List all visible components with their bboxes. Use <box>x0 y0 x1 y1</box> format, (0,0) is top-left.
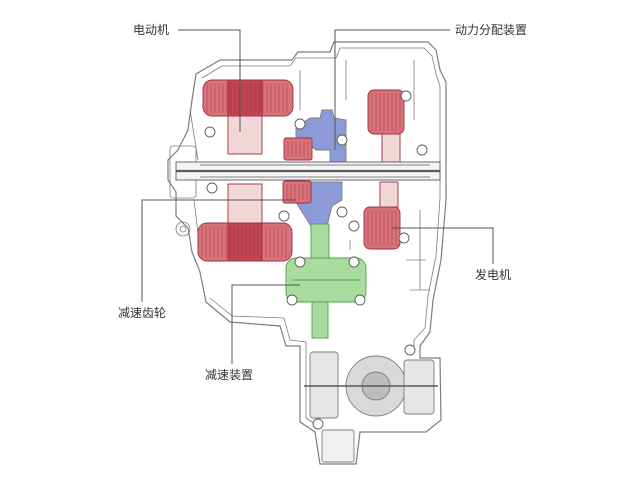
motor-lower-core <box>227 222 263 262</box>
bearing-icon <box>312 418 324 430</box>
motor-upper-rotor <box>227 115 263 155</box>
reduction-output-stem <box>311 301 329 339</box>
differential-ring-gear <box>309 351 339 419</box>
bearing-icon <box>204 126 216 138</box>
generator-lower-rotor <box>379 181 399 208</box>
reduction-gear-label: 减速齿轮 <box>118 306 166 320</box>
generator-leader-line <box>392 227 494 264</box>
bearing-icon <box>416 144 428 156</box>
motor-label: 电动机 <box>133 23 169 37</box>
motor-lower-rotor <box>227 183 263 224</box>
housing-bolt-core-icon <box>179 225 187 233</box>
motor-upper-core <box>227 79 263 117</box>
bearing-icon <box>286 294 298 306</box>
power-split-leader-line <box>334 29 450 150</box>
bearing-icon <box>404 344 416 356</box>
output-flange <box>321 429 355 463</box>
bearing-icon <box>278 210 290 222</box>
housing-outer-outline <box>167 41 447 465</box>
generator-label: 发电机 <box>475 267 511 282</box>
bearing-icon <box>398 232 410 244</box>
housing-bolt-icon <box>175 221 191 237</box>
planetary-gear-lower <box>282 180 312 204</box>
reduction-gear-leader-line <box>141 199 296 302</box>
generator-upper-coil <box>367 89 405 135</box>
bearing-icon <box>336 206 348 218</box>
generator-upper-rotor <box>381 133 401 163</box>
planetary-gear-upper <box>283 137 313 161</box>
reduction-input-stem <box>310 223 330 261</box>
bearing-icon <box>294 256 306 268</box>
bearing-icon <box>206 182 218 194</box>
bearing-icon <box>336 134 348 146</box>
bearing-icon <box>348 220 360 232</box>
coil-winding-layer <box>201 83 401 258</box>
housing-rib-lines <box>189 60 430 291</box>
motor-leader-line <box>178 29 241 132</box>
power-split-label: 动力分配装置 <box>455 23 527 37</box>
bearing-icon <box>294 118 306 130</box>
bearing-icon <box>348 256 360 268</box>
bearing-group <box>204 90 428 430</box>
reduction-device-leader-line <box>231 284 300 364</box>
differential-side-gear <box>403 359 435 415</box>
reduction-device-label: 减速装置 <box>205 368 253 382</box>
bearing-icon <box>354 294 366 306</box>
bearing-icon <box>400 90 412 102</box>
